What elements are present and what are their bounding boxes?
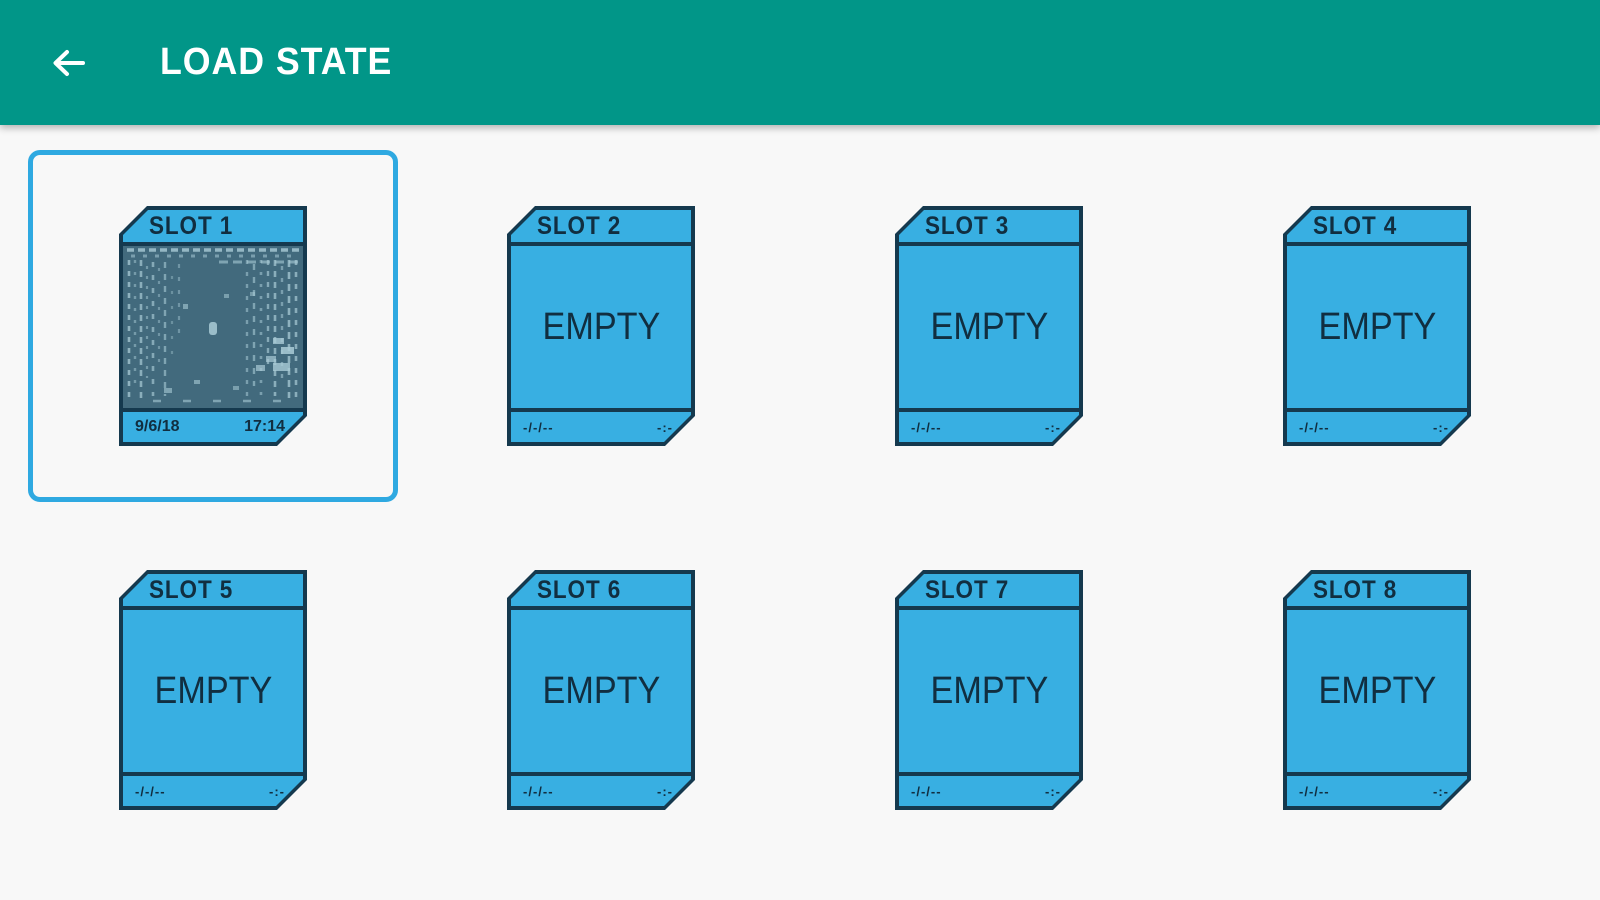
slot-5-empty-label: EMPTY [154,670,272,712]
slot-3-time: -:- [1045,419,1061,435]
back-button[interactable] [42,37,94,89]
slot-4-title: SLOT 4 [1313,211,1398,240]
slot-6-empty-label: EMPTY [542,670,660,712]
slot-cell-4: SLOT 4 EMPTY -/-/-- -:- [1192,150,1562,502]
slot-1-card[interactable]: SLOT 1 [119,206,307,446]
slot-3-card[interactable]: SLOT 3 EMPTY -/-/-- -:- [895,206,1083,446]
slot-cell-5: SLOT 5 EMPTY -/-/-- -:- [28,514,398,866]
slot-2-card[interactable]: SLOT 2 EMPTY -/-/-- -:- [507,206,695,446]
slot-8-empty-label: EMPTY [1318,670,1436,712]
slot-2-empty-label: EMPTY [542,306,660,348]
slot-cell-7: SLOT 7 EMPTY -/-/-- -:- [804,514,1174,866]
slot-5-card[interactable]: SLOT 5 EMPTY -/-/-- -:- [119,570,307,810]
slot-1-time: 17:14 [244,418,285,435]
slot-7-empty-label: EMPTY [930,670,1048,712]
slot-5-title: SLOT 5 [149,575,234,604]
back-arrow-icon [53,49,85,76]
slot-2-time: -:- [657,419,673,435]
slot-7-date: -/-/-- [911,783,942,799]
slot-cell-3: SLOT 3 EMPTY -/-/-- -:- [804,150,1174,502]
slot-cell-8: SLOT 8 EMPTY -/-/-- -:- [1192,514,1562,866]
slot-8-title: SLOT 8 [1313,575,1398,604]
app-bar: LOAD STATE [0,0,1600,125]
slot-6-title: SLOT 6 [537,575,622,604]
slot-4-empty-label: EMPTY [1318,306,1436,348]
slot-4-card[interactable]: SLOT 4 EMPTY -/-/-- -:- [1283,206,1471,446]
slot-8-time: -:- [1433,783,1449,799]
slot-4-time: -:- [1433,419,1449,435]
slot-6-date: -/-/-- [523,783,554,799]
slot-7-title: SLOT 7 [925,575,1010,604]
page-title: LOAD STATE [160,41,393,83]
slot-1-thumbnail [123,246,303,408]
slot-7-card[interactable]: SLOT 7 EMPTY -/-/-- -:- [895,570,1083,810]
slot-3-empty-label: EMPTY [930,306,1048,348]
slot-cell-6: SLOT 6 EMPTY -/-/-- -:- [416,514,786,866]
slot-5-time: -:- [269,783,285,799]
slot-6-time: -:- [657,783,673,799]
slot-6-card[interactable]: SLOT 6 EMPTY -/-/-- -:- [507,570,695,810]
slot-cell-1: SLOT 1 [28,150,398,502]
slot-3-date: -/-/-- [911,419,942,435]
slot-8-date: -/-/-- [1299,783,1330,799]
slot-2-date: -/-/-- [523,419,554,435]
slot-3-title: SLOT 3 [925,211,1010,240]
slot-5-date: -/-/-- [135,783,166,799]
slot-4-date: -/-/-- [1299,419,1330,435]
slot-cell-2: SLOT 2 EMPTY -/-/-- -:- [416,150,786,502]
slot-1-title: SLOT 1 [149,211,234,240]
slot-8-card[interactable]: SLOT 8 EMPTY -/-/-- -:- [1283,570,1471,810]
slot-7-time: -:- [1045,783,1061,799]
slot-1-date: 9/6/18 [135,418,180,435]
slot-2-title: SLOT 2 [537,211,622,240]
